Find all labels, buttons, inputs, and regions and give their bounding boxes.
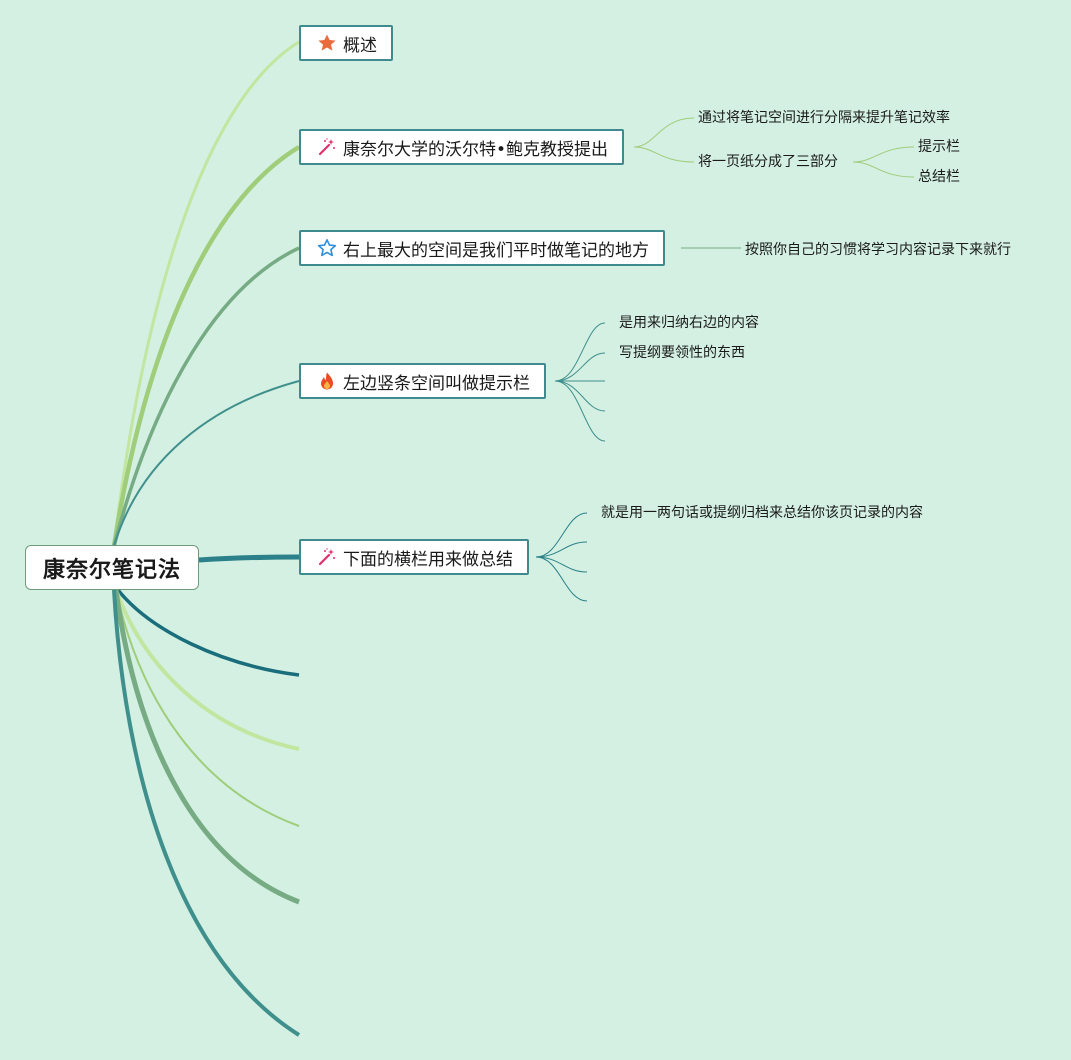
fire-icon	[317, 371, 337, 391]
topic-main-area[interactable]: 右上最大的空间是我们平时做笔记的地方	[299, 230, 665, 266]
branch-cue-column	[113, 380, 300, 547]
root-node[interactable]: 康奈尔笔记法	[25, 545, 199, 590]
topic-cue-column[interactable]: 左边竖条空间叫做提示栏	[299, 363, 546, 399]
branch-origin	[111, 145, 301, 547]
star-outline-icon	[317, 238, 337, 258]
subtopic-write-outline[interactable]: 写提纲要领性的东西	[619, 345, 745, 361]
magic-wand-icon	[317, 547, 337, 567]
topic-label: 右上最大的空间是我们平时做笔记的地方	[343, 240, 649, 261]
topic-label: 左边竖条空间叫做提示栏	[343, 373, 530, 394]
star-filled-icon	[317, 33, 337, 53]
topic-label: 下面的横栏用来做总结	[343, 549, 513, 570]
topic-summary[interactable]: 下面的横栏用来做总结	[299, 539, 529, 575]
topic-label: 康奈尔大学的沃尔特•鲍克教授提出	[343, 139, 609, 160]
subtopic-record-habit[interactable]: 按照你自己的习惯将学习内容记录下来就行	[745, 242, 1011, 258]
branch-empty-1	[116, 588, 300, 677]
subtopic-cue-bar[interactable]: 提示栏	[918, 139, 960, 155]
subtopic-three-parts[interactable]: 将一页纸分成了三部分	[698, 154, 838, 170]
branch-summary	[198, 554, 300, 563]
branch-empty-4	[113, 589, 300, 905]
branch-empty-3	[115, 589, 300, 827]
subtopic-summarize-right[interactable]: 是用来归纳右边的内容	[619, 315, 759, 331]
subtopic-summary-bar[interactable]: 总结栏	[918, 169, 960, 185]
subtopic-split-space[interactable]: 通过将笔记空间进行分隔来提升笔记效率	[698, 110, 950, 126]
topic-label: 概述	[343, 35, 377, 56]
topic-overview[interactable]: 概述	[299, 25, 393, 61]
root-label: 康奈尔笔记法	[42, 557, 181, 583]
branch-empty-2	[114, 589, 300, 751]
topic-origin[interactable]: 康奈尔大学的沃尔特•鲍克教授提出	[299, 129, 625, 165]
branch-main-area	[112, 246, 300, 547]
subtopic-one-sentence-summary[interactable]: 就是用一两句话或提纲归档来总结你该页记录的内容	[601, 505, 923, 521]
branch-empty-5	[112, 589, 301, 1037]
magic-wand-icon	[317, 137, 337, 157]
branch-overview	[112, 40, 300, 547]
